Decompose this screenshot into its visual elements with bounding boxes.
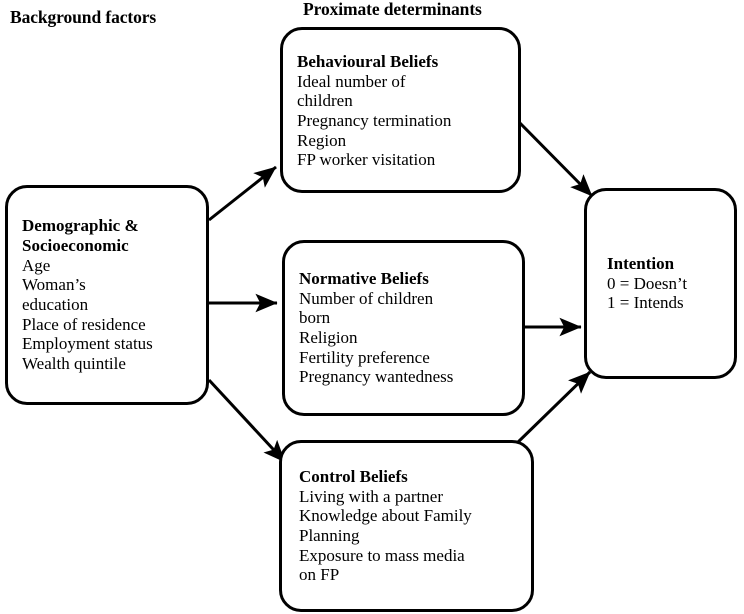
node-intention[interactable]: Intention 0 = Doesn’t 1 = Intends <box>584 188 737 379</box>
node-items: Age Woman’s education Place of residence… <box>22 255 153 374</box>
node-items: Number of children born Religion Fertili… <box>299 288 454 387</box>
section-header-proximate-determinants: Proximate determinants <box>303 0 482 19</box>
node-items: Living with a partner Knowledge about Fa… <box>299 486 472 585</box>
node-title: Normative Beliefs <box>299 268 429 288</box>
node-items: Ideal number of children Pregnancy termi… <box>297 71 452 170</box>
node-behavioural-beliefs[interactable]: Behavioural Beliefs Ideal number of chil… <box>280 27 521 193</box>
node-body: Intention 0 = Doesn’t 1 = Intends <box>587 254 734 313</box>
node-body: Behavioural Beliefs Ideal number of chil… <box>283 50 518 170</box>
node-title: Intention <box>607 253 675 273</box>
section-header-background-factors: Background factors <box>10 7 157 27</box>
node-body: Normative Beliefs Number of children bor… <box>285 269 522 387</box>
edge-demographic-to-behavioural <box>208 165 277 222</box>
node-control-beliefs[interactable]: Control Beliefs Living with a partner Kn… <box>279 440 534 612</box>
node-body: Control Beliefs Living with a partner Kn… <box>282 467 531 585</box>
node-demographic-socioeconomic[interactable]: Demographic & Socioeconomic Age Woman’s … <box>5 185 209 405</box>
node-title: Behavioural Beliefs <box>297 51 439 71</box>
node-items: 0 = Doesn’t 1 = Intends <box>607 273 688 313</box>
node-title: Demographic & Socioeconomic <box>22 216 139 255</box>
edge-control-to-intention <box>513 370 592 447</box>
node-body: Demographic & Socioeconomic Age Woman’s … <box>8 216 206 374</box>
node-normative-beliefs[interactable]: Normative Beliefs Number of children bor… <box>282 240 525 416</box>
edge-behavioural-to-intention <box>510 113 594 198</box>
node-title: Control Beliefs <box>299 466 408 486</box>
edge-demographic-to-control <box>207 378 287 464</box>
